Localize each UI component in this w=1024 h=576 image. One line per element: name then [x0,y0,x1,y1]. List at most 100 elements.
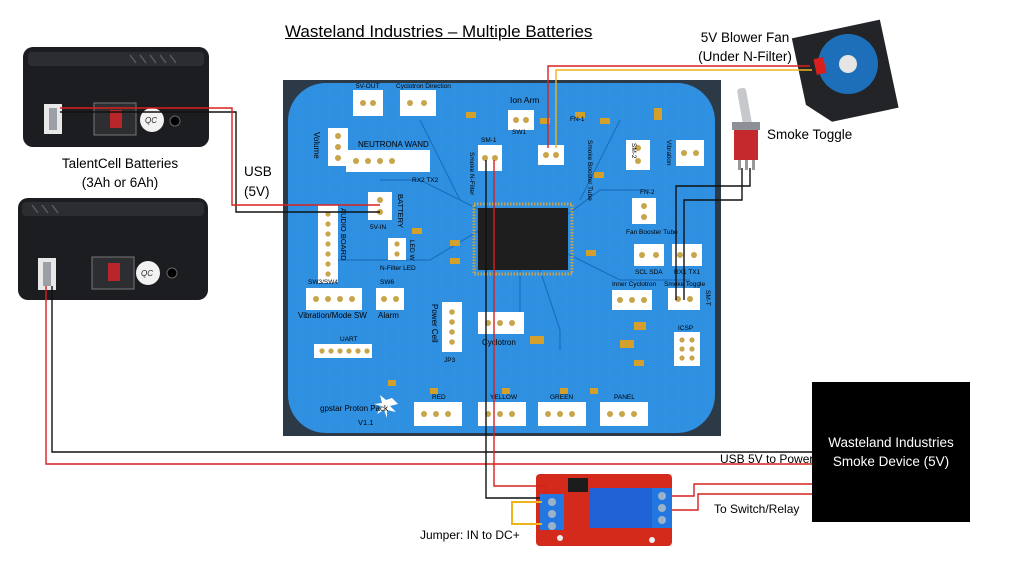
header-5v-out [353,90,383,116]
relay-coil [590,488,652,528]
header-sm2 [626,140,650,170]
battery-top-qc-text: QC [145,116,157,125]
header-inner-cyclotron [612,290,652,310]
pcb-labels: 5V-OUT Cyclotron Direction Ion Arm SW1 F… [298,83,711,427]
pcb-label-cyclotron: Cyclotron [482,338,516,347]
header-rx1-tx1 [672,244,702,266]
smd-components [388,108,662,394]
pcb-label-neutrona-wand: NEUTRONA WAND [358,140,429,149]
pcb-label-audio-board: AUDIO BOARD [339,208,348,261]
wire-relay-in-black [485,160,540,499]
wire-relay-in-red [493,160,547,494]
pcb-label-nfilter-led: N-Filter LED [380,265,416,272]
mcu-chip [478,208,568,270]
pcb-label-cyclotron-direction: Cyclotron Direction [396,83,451,90]
wires [45,65,812,525]
jumper-label: Jumper: IN to DC+ [420,528,520,542]
pcb-label-scl-sda: SCL SDA [635,269,663,276]
pcb-label-fan-booster-tube: Fan Booster Tube [626,229,678,236]
wire-smoke-power-black [51,286,812,453]
diagram-title: Wasteland Industries – Multiple Batterie… [285,22,593,41]
pcb-label-panel: PANEL [614,394,635,401]
header-fn2 [632,198,656,224]
pcb-version: V1.1 [358,418,373,427]
wire-relay-out-a [672,483,812,497]
batteries-label-line1: TalentCell Batteries [61,156,179,171]
pcb-headers [306,90,704,426]
switch-relay-label: To Switch/Relay [714,502,800,516]
pcb-label-green: GREEN [550,394,573,401]
header-sw1 [508,110,534,130]
header-neutrona-wand [346,150,430,172]
battery-bottom-qc-text: QC [141,269,153,278]
header-red [414,402,462,426]
pcb-label-led-w: LED W [408,240,415,261]
wire-toggle-a [683,168,743,300]
header-vibration [676,140,704,166]
header-sm1 [478,145,502,171]
wire-fan-yellow [555,69,812,148]
header-volume [328,128,348,166]
batteries-label-line2: (3Ah or 6Ah) [81,175,159,190]
wire-toggle-b [675,168,751,300]
pcb-label-fn2: FN-2 [640,189,655,196]
smoke-device-line1: Wasteland Industries [828,435,954,450]
usb-label-line2: (5V) [244,184,270,199]
pcb-label-icsp: ICSP [678,325,693,332]
battery-top-qc-badge [140,108,164,132]
fan-label-line1: 5V Blower Fan [700,30,790,45]
pcb-label-fn1: FN-1 [570,116,585,123]
batteries-label: TalentCell Batteries (3Ah or 6Ah) [40,154,200,192]
pcb-label-vibration-mode-sw: Vibration/Mode SW [298,311,367,320]
pcb-label-5v-out: 5V-OUT [356,83,380,90]
pcb-label-smoke-toggle: Smoke Toggle [664,281,705,288]
pcb-label-inner-cyclotron: Inner Cyclotron [612,281,656,288]
header-yellow [478,402,526,426]
pcb-label-alarm: Alarm [378,311,399,320]
blower-fan [791,19,899,122]
pcb-label-ion-arm: Ion Arm [510,95,539,105]
header-audio-board [318,205,338,283]
header-sw3-sw4 [306,288,362,310]
pcb-name: gpstar Proton Pack [320,404,389,413]
pcb-label-jp3: JP3 [444,357,456,364]
wire-usb-red [60,107,380,206]
pcb-label-sm-t: SM-T [704,290,711,306]
header-icsp [674,332,700,366]
pcb-label-rx2-tx2: RX2 TX2 [412,177,439,184]
header-cyclotron [478,312,524,334]
pcb-label-sw3-sw4: SW3/SW4 [308,279,338,286]
usb-label: USB (5V) [244,162,272,202]
pcb-label-vibration: Vibration [665,140,672,166]
pcb-label-sm1: SM-1 [481,137,497,144]
wire-relay-out-b [672,493,812,511]
smoke-device-box: Wasteland Industries Smoke Device (5V) [812,382,970,522]
pcb-label-yellow: YELLOW [490,394,518,401]
header-green [538,402,586,426]
usb-5v-power-label: USB 5V to Power [720,452,814,466]
mcu-pins [472,202,574,276]
header-battery [368,192,392,220]
pcb-label-power-cell: Power Cell [430,304,439,343]
gpstar-logo-icon [374,395,398,418]
battery-top: QC [23,47,209,147]
header-power-cell [442,302,462,352]
smoke-toggle-label: Smoke Toggle [767,127,853,142]
header-fn1 [538,145,564,165]
header-cyclotron-direction [400,90,436,116]
header-panel [600,402,648,426]
relay-module [536,474,672,546]
pcb-label-5v-in: 5V-IN [370,224,387,231]
header-led-w [388,238,406,260]
wire-smoke-power-red [45,286,812,465]
pcb-label-sm2: SM-2 [630,143,637,159]
header-sw6 [376,288,404,310]
pcb-label-battery: BATTERY [396,194,405,228]
smoke-device-line2: Smoke Device (5V) [832,454,950,469]
wire-jumper [511,501,542,525]
wire-fan-red [547,65,810,148]
relay-jumper-header [568,478,588,492]
header-scl-sda [634,244,664,266]
